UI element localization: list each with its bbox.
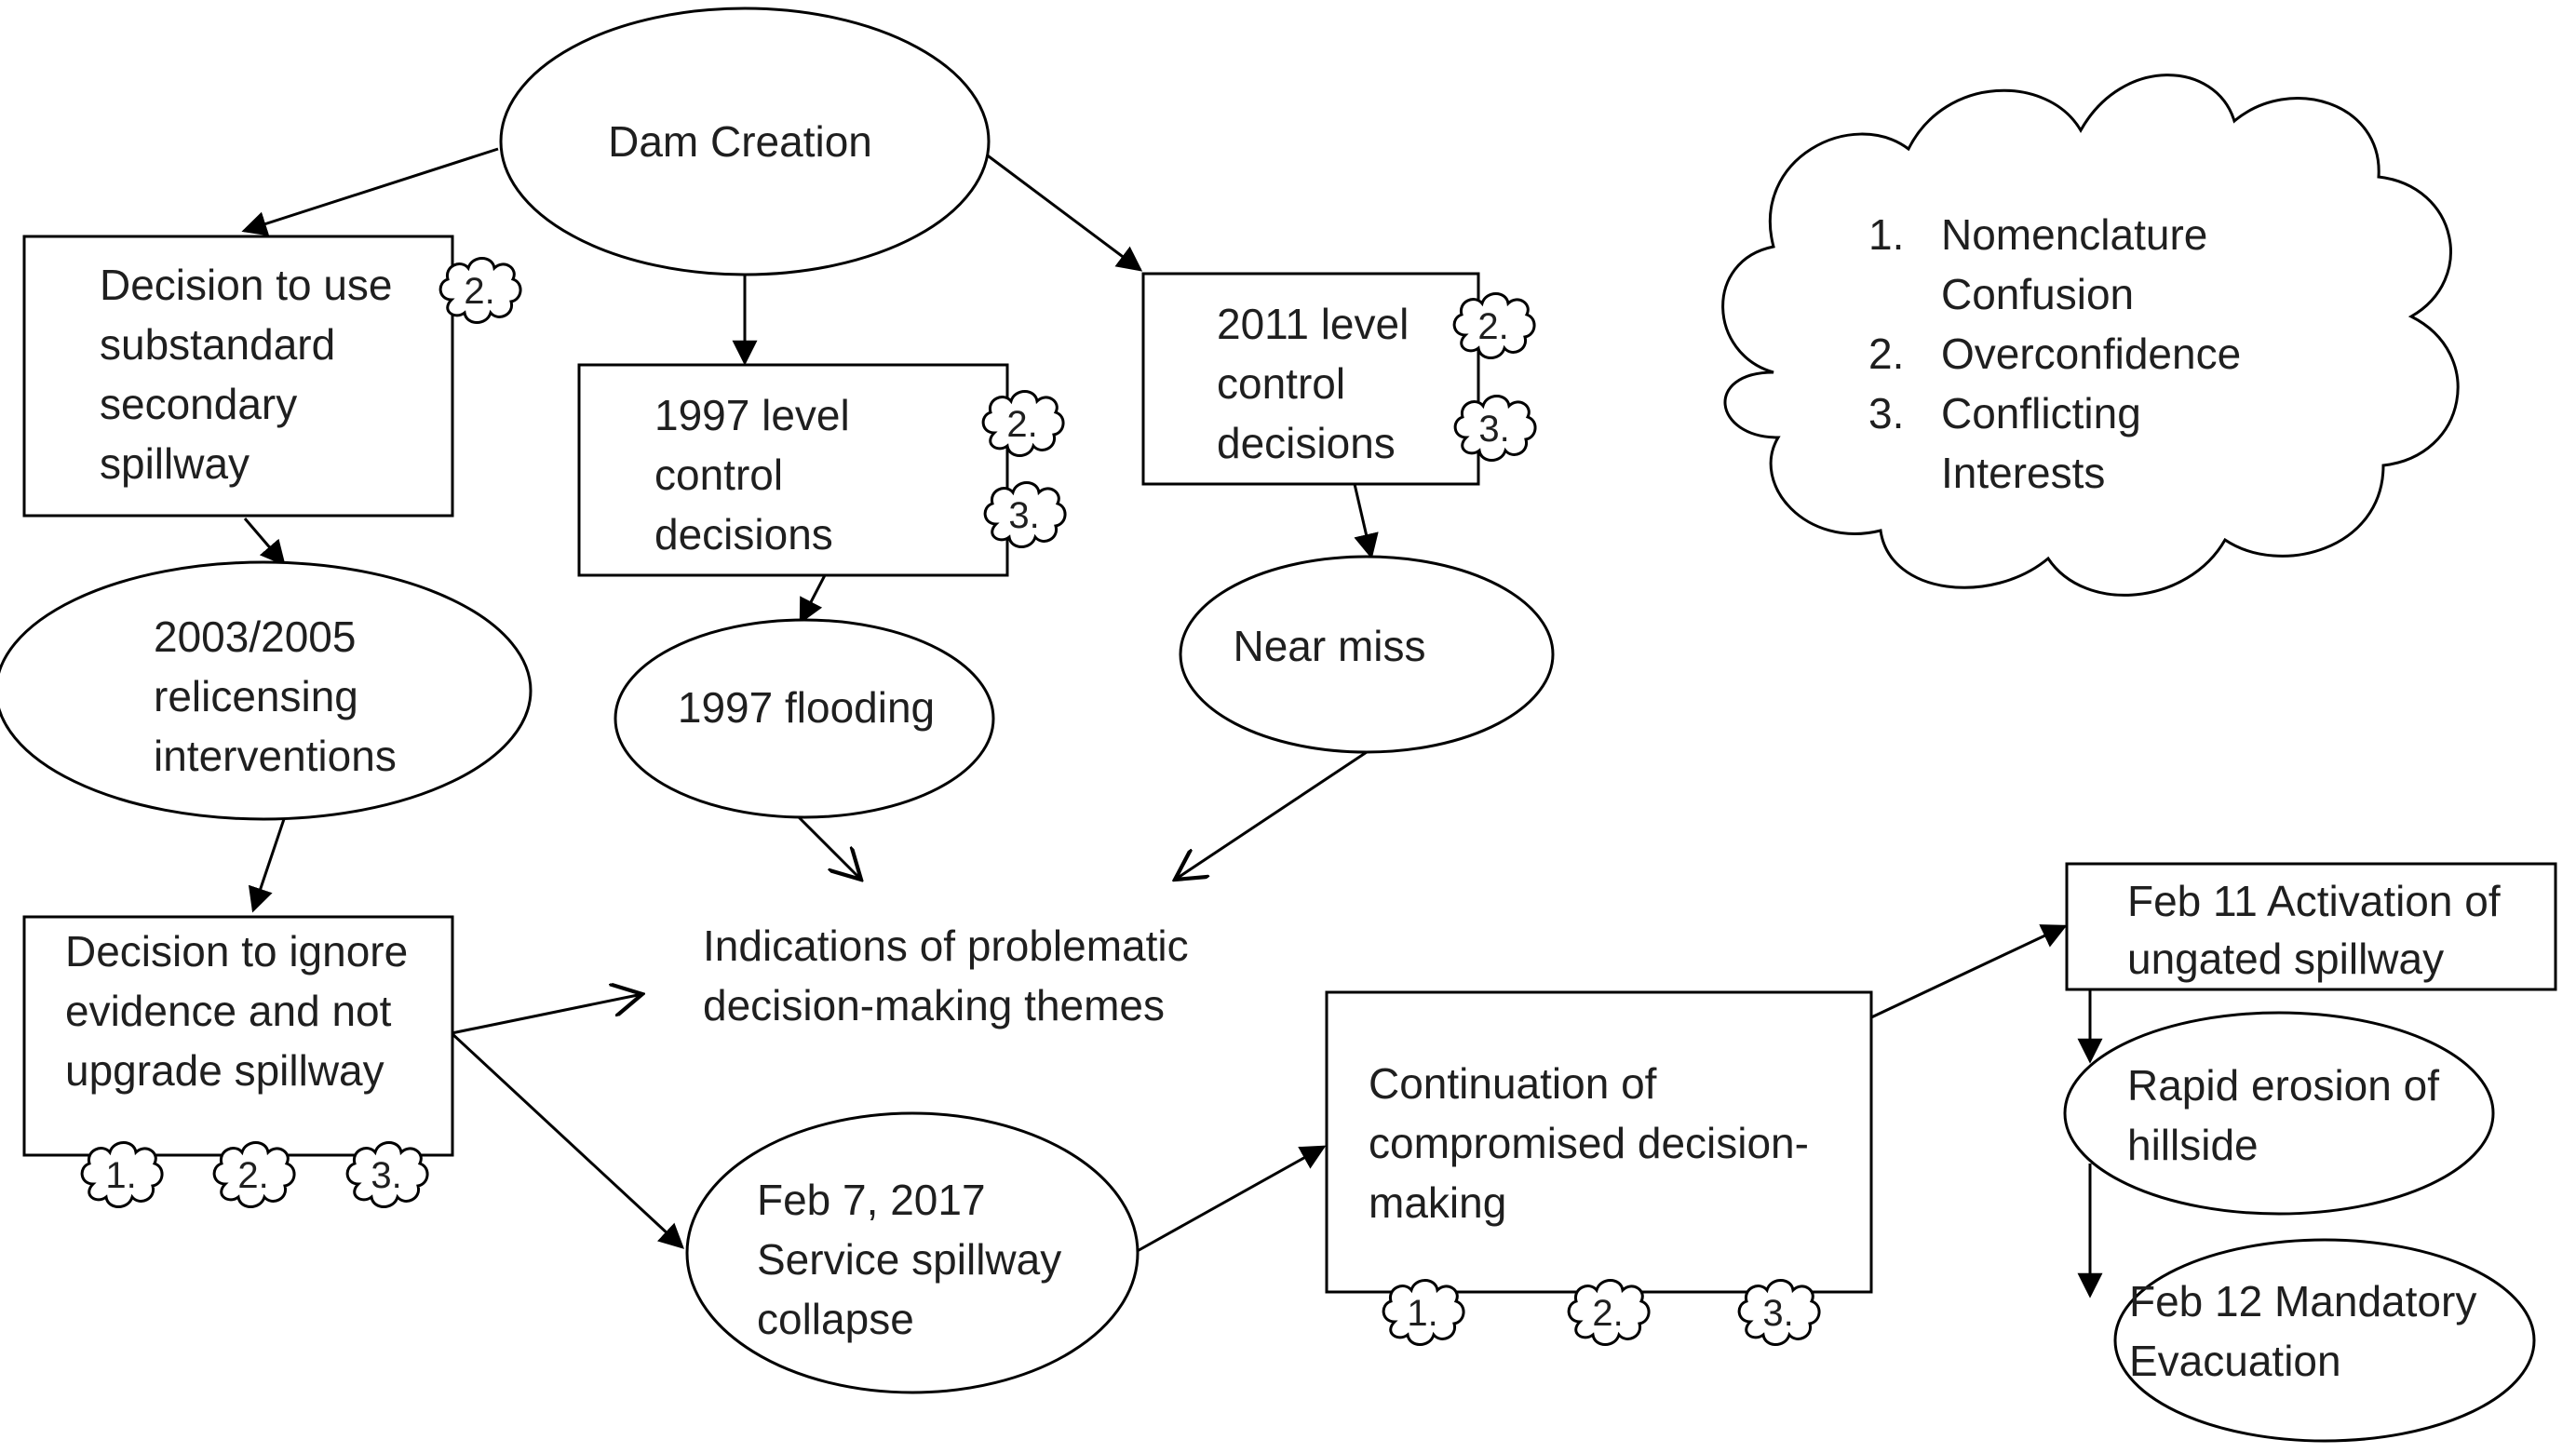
control-2011-label-1: 2011 level	[1217, 300, 1409, 348]
badge-label: 2.	[464, 271, 494, 312]
legend-num-2: 2.	[1868, 330, 1904, 378]
edge-relicensing-to-ignore	[248, 818, 286, 913]
control-2011-label-2: control	[1217, 359, 1345, 408]
legend-item-3-line-2: Interests	[1941, 449, 2105, 497]
continuation-label-1: Continuation of	[1369, 1059, 1657, 1108]
node-1997-control: 1997 level control decisions 2. 3.	[577, 363, 1067, 577]
control-1997-label-2: control	[654, 451, 783, 499]
edge-ignore-to-collapse	[450, 1031, 684, 1249]
node-dam-creation: Dam Creation	[499, 7, 991, 276]
control-1997-label-3: decisions	[654, 510, 833, 558]
node-near-miss: Near miss	[1179, 555, 1555, 754]
legend-item-1-line-2: Confusion	[1941, 270, 2134, 318]
badge-label: 1.	[105, 1155, 136, 1196]
ignore-label-2: evidence and not	[65, 987, 392, 1035]
substandard-label-2: substandard	[100, 320, 335, 369]
collapse-label-3: collapse	[757, 1295, 914, 1343]
relicensing-label-1: 2003/2005	[154, 612, 356, 661]
badge-label: 3.	[1478, 409, 1509, 450]
theme-badge-2: 2.	[212, 1141, 296, 1208]
relicensing-label-3: interventions	[154, 732, 397, 780]
erosion-label-2: hillside	[2127, 1121, 2259, 1169]
theme-badge-2: 2.	[438, 257, 522, 324]
collapse-label-1: Feb 7, 2017	[757, 1176, 986, 1224]
collapse-label-2: Service spillway	[757, 1235, 1061, 1284]
legend-item-3-line-1: Conflicting	[1941, 389, 2141, 437]
evacuation-label-1: Feb 12 Mandatory	[2129, 1277, 2476, 1325]
legend-num-1: 1.	[1868, 210, 1904, 259]
theme-badge-3: 3.	[1453, 395, 1537, 462]
near-miss-label: Near miss	[1233, 622, 1425, 670]
edge-near-miss-to-indications	[1175, 750, 1368, 880]
theme-badge-1: 1.	[80, 1141, 164, 1208]
badge-label: 2.	[1006, 404, 1037, 445]
legend-item-1-line-1: Nomenclature	[1941, 210, 2207, 259]
continuation-label-3: making	[1369, 1178, 1506, 1227]
node-activation: Feb 11 Activation of ungated spillway	[2065, 862, 2557, 991]
relicensing-label-2: relicensing	[154, 672, 358, 720]
substandard-label-1: Decision to use	[100, 261, 393, 309]
activation-label-2: ungated spillway	[2127, 935, 2444, 983]
node-spillway-collapse: Feb 7, 2017 Service spillway collapse	[685, 1111, 1140, 1394]
edge-dam-to-substandard	[241, 147, 499, 236]
edge-2011-control-to-near-miss	[1353, 483, 1379, 559]
ignore-label-3: upgrade spillway	[65, 1046, 384, 1095]
badge-label: 2.	[1592, 1293, 1623, 1334]
edge-ignore-to-indications	[451, 994, 642, 1035]
node-substandard-spillway: Decision to use substandard secondary sp…	[22, 235, 522, 518]
node-continuation: Continuation of compromised decision- ma…	[1325, 990, 1873, 1346]
theme-badge-3: 3.	[983, 481, 1067, 548]
ignore-label-1: Decision to ignore	[65, 927, 408, 975]
node-erosion: Rapid erosion of hillside	[2063, 1011, 2495, 1216]
edge-collapse-to-continuation	[1133, 1145, 1327, 1255]
legend-cloud: 1. Nomenclature Confusion 2. Overconfide…	[1721, 74, 2460, 597]
indications-label-2: decision-making themes	[703, 981, 1165, 1029]
erosion-label-1: Rapid erosion of	[2127, 1061, 2439, 1110]
node-ignore-evidence: Decision to ignore evidence and not upgr…	[22, 915, 454, 1208]
flooding-label: 1997 flooding	[678, 683, 935, 732]
evacuation-label-2: Evacuation	[2129, 1337, 2341, 1385]
theme-badge-2: 2.	[1567, 1279, 1651, 1346]
badge-label: 1.	[1407, 1293, 1437, 1334]
edge-continuation-to-activation	[1868, 924, 2068, 1020]
node-evacuation: Feb 12 Mandatory Evacuation	[2113, 1238, 2536, 1443]
substandard-label-4: spillway	[100, 439, 250, 488]
edge-substandard-to-relicensing	[243, 518, 286, 567]
legend-num-3: 3.	[1868, 389, 1904, 437]
node-relicensing: 2003/2005 relicensing interventions	[0, 560, 533, 821]
legend-item-2-line-1: Overconfidence	[1941, 330, 2241, 378]
badge-label: 3.	[1008, 495, 1039, 536]
theme-badge-3: 3.	[345, 1141, 429, 1208]
badge-label: 3.	[371, 1155, 401, 1196]
control-1997-label-1: 1997 level	[654, 391, 850, 439]
edges	[241, 147, 2103, 1298]
edge-1997-control-to-flooding	[799, 574, 827, 625]
theme-badge-3: 3.	[1737, 1279, 1821, 1346]
badge-label: 3.	[1762, 1293, 1793, 1334]
indications-label-1: Indications of problematic	[703, 922, 1189, 970]
badge-label: 2.	[1477, 306, 1508, 347]
theme-badge-1: 1.	[1382, 1279, 1465, 1346]
theme-badge-2: 2.	[981, 390, 1065, 457]
edge-dam-to-2011-control	[984, 152, 1143, 272]
dam-creation-label: Dam Creation	[608, 117, 872, 166]
control-2011-label-3: decisions	[1217, 419, 1396, 467]
continuation-label-2: compromised decision-	[1369, 1119, 1809, 1167]
node-1997-flooding: 1997 flooding	[614, 618, 995, 819]
badge-label: 2.	[237, 1155, 268, 1196]
activation-label-1: Feb 11 Activation of	[2127, 877, 2501, 925]
indications-text: Indications of problematic decision-maki…	[703, 922, 1189, 1029]
theme-badge-2: 2.	[1452, 292, 1536, 359]
edge-flooding-to-indications	[797, 815, 861, 880]
substandard-label-3: secondary	[100, 380, 297, 428]
node-2011-control: 2011 level control decisions 2. 3.	[1141, 272, 1537, 486]
